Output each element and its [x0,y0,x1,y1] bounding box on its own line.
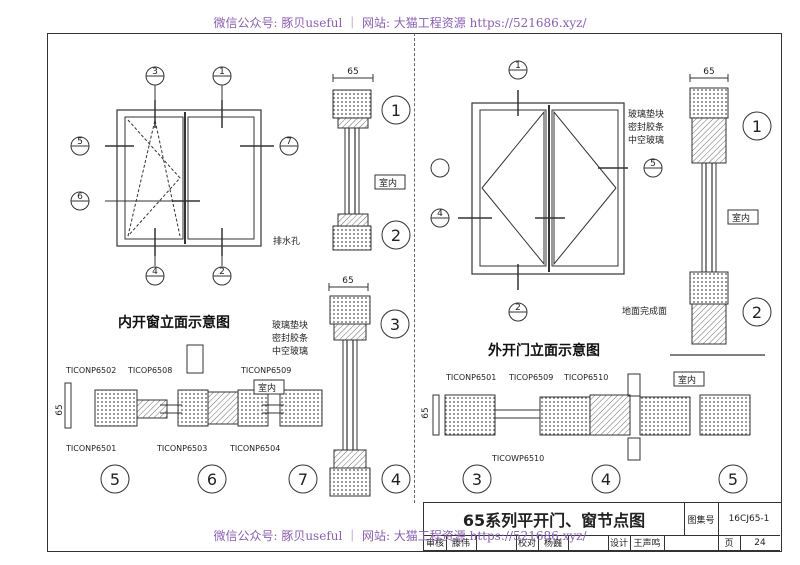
door-horizontal-section [432,373,751,461]
detail-6: 6 [207,470,217,489]
check-label: 校对 [516,535,539,551]
checker-signature [568,535,609,551]
hollow-glass-label-b: 中空玻璃 [628,134,664,146]
right-section-markers [430,60,663,322]
floor-finish-label: 地面完成面 [622,305,667,317]
detail-5: 5 [110,470,120,489]
code-6510: TICOP6510 [563,373,608,382]
title-block: 65系列平开门、窗节点图 图集号 16CJ65-1 审核 滕伟 校对 杨巍 设计… [423,502,781,551]
dim-65-e: 65 [421,407,431,418]
door-marker-2: 2 [515,303,521,313]
marker-5: 5 [77,137,83,147]
code-6502: TICONP6502 [65,366,116,375]
page-number: 24 [740,535,780,551]
design-label: 设计 [608,535,631,551]
door-detail-1: 1 [752,117,762,136]
seal-strip-label-a: 密封胶条 [272,332,308,344]
detail-2: 2 [391,226,401,245]
indoor-label-b: 室内 [258,382,276,394]
indoor-label-d: 室内 [678,374,696,386]
code-6504: TICONP6504 [229,444,280,453]
detail-7: 7 [298,470,308,489]
vertical-section-3-4 [328,283,371,497]
designer-name: 王声鸣 [630,535,665,551]
right-drawing-title: 外开门立面示意图 [488,343,600,359]
page-label: 页 [718,535,741,551]
atlas-label: 图集号 [684,503,719,536]
dim-65-b: 65 [342,276,353,286]
code-6503: TICONP6503 [156,444,207,453]
horizontal-section-5-6-7 [64,344,323,429]
indoor-label-c: 室内 [732,212,750,224]
door-detail-2: 2 [752,303,762,322]
marker-3: 3 [152,67,158,77]
detail-circles [100,95,772,494]
code-6509-b: TICOP6509 [508,373,553,382]
code-6509: TICONP6509 [240,366,291,375]
detail-1: 1 [391,101,401,120]
left-drawing-title: 内开窗立面示意图 [118,315,230,331]
glass-pad-label-a: 玻璃垫块 [272,319,308,331]
dim-65-d: 65 [55,404,65,415]
indoor-label-a: 室内 [379,177,397,189]
door-marker-5: 5 [650,159,656,169]
door-marker-4: 4 [437,209,443,219]
marker-1: 1 [219,67,225,77]
door-detail-3: 3 [472,470,482,489]
detail-4: 4 [391,470,401,489]
review-label: 审核 [424,535,447,551]
sheet-title: 65系列平开门、窗节点图 [424,503,685,536]
code-w6510: TICOWP6510 [491,454,544,463]
door-marker-1: 1 [515,61,521,71]
sheet-divider [414,33,415,503]
designer-signature [664,535,719,551]
drain-hole-label: 排水孔 [273,235,300,247]
inward-window-elevation [105,84,274,266]
dim-65-c: 65 [703,67,714,77]
door-detail-4: 4 [601,470,611,489]
code-6501-b: TICONP6501 [445,373,496,382]
atlas-number: 16CJ65-1 [718,503,780,536]
detail-3: 3 [390,315,400,334]
code-6508: TICOP6508 [127,366,172,375]
door-detail-5: 5 [728,470,738,489]
outward-door-elevation [458,90,628,290]
dim-65-a: 65 [347,67,358,77]
glass-pad-label-b: 玻璃垫块 [628,108,664,120]
marker-6: 6 [77,192,83,202]
seal-strip-label-b: 密封胶条 [628,121,664,133]
vertical-section-1-2 [332,74,374,251]
code-6501-a: TICONP6501 [65,444,116,453]
marker-7: 7 [286,137,292,147]
reviewer-name: 滕伟 [446,535,477,551]
reviewer-signature [476,535,517,551]
door-vertical-section [670,74,765,356]
checker-name: 杨巍 [538,535,569,551]
watermark-bottom: 微信公众号: 豚贝useful ｜ 网站: 大猫工程资源 https://521… [213,529,587,543]
marker-2: 2 [219,267,225,277]
watermark-top: 微信公众号: 豚贝useful ｜ 网站: 大猫工程资源 https://521… [213,16,587,30]
left-section-markers [70,66,299,286]
hollow-glass-label-a: 中空玻璃 [272,345,308,357]
marker-4: 4 [152,267,158,277]
